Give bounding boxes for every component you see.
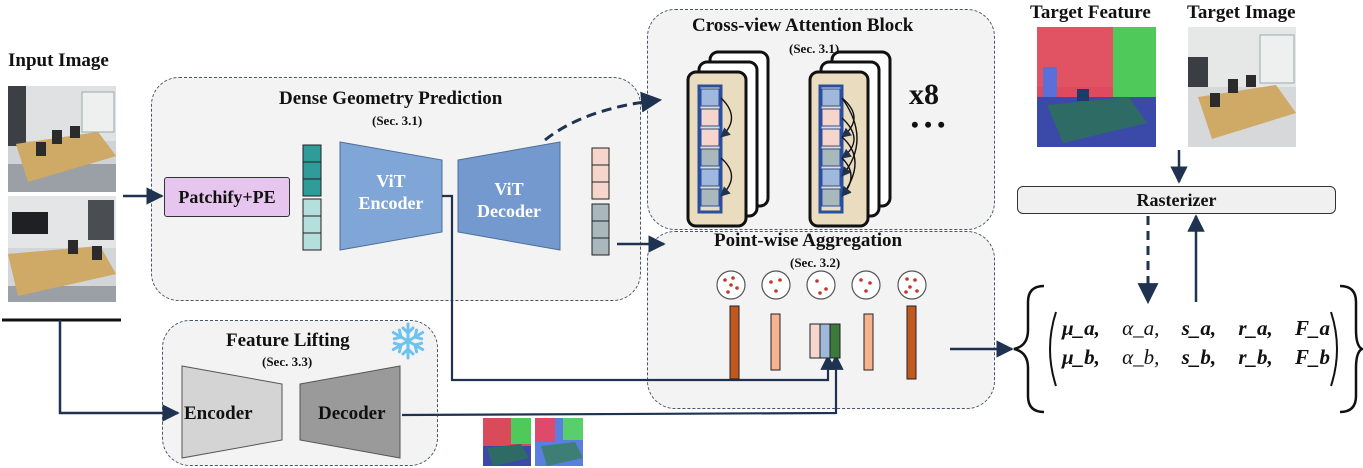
feature-lifting-title: Feature Lifting — [226, 330, 350, 351]
vit-decoder-shape — [457, 141, 561, 251]
left-paren — [1049, 311, 1057, 387]
ellipsis: • • • — [911, 112, 946, 137]
target-feature-title: Target Feature — [1030, 2, 1151, 23]
cross-view-title: Cross-view Attention Block — [692, 15, 914, 36]
patchify-label: Patchify+PE — [178, 186, 276, 207]
vit-encoder-label: ViT Encoder — [340, 170, 442, 214]
rasterizer-box: Rasterizer — [1017, 186, 1336, 214]
arrow-encoder-skip — [442, 194, 836, 382]
encoder-token-column — [302, 144, 322, 251]
vit-decoder-line1: ViT — [494, 179, 524, 199]
decoder-token-column — [591, 147, 610, 256]
param-mu-b: μ_b, — [1062, 345, 1100, 369]
arrow-decoder-to-crossview — [544, 91, 663, 142]
lifting-decoder-shape — [299, 365, 401, 459]
feature-lifting-sec: (Sec. 3.3) — [262, 354, 313, 369]
target-image-title: Target Image — [1187, 2, 1296, 23]
vit-encoder-line1: ViT — [376, 171, 406, 191]
input-image-title: Input Image — [8, 50, 109, 71]
repeat-count: x8 — [909, 78, 939, 111]
arrow-input-to-lifting — [58, 320, 180, 422]
param-f-a: F_a — [1294, 316, 1330, 340]
feature-thumbnail-1 — [483, 418, 531, 466]
param-s-b: s_b, — [1181, 345, 1217, 369]
param-r-a: r_a, — [1238, 316, 1273, 340]
target-image — [1188, 27, 1296, 147]
vit-encoder-shape — [339, 141, 443, 251]
right-paren — [1330, 311, 1338, 387]
param-alpha-a: α_a, — [1122, 316, 1160, 340]
attention-card-stack-1 — [686, 50, 770, 228]
param-mu-a: μ_a, — [1062, 316, 1100, 340]
point-cloud-dots — [723, 276, 919, 295]
feature-thumbnail-2 — [535, 418, 583, 466]
right-curly-brace — [1339, 284, 1363, 414]
pointwise-sec: (Sec. 3.2) — [790, 255, 841, 270]
vit-decoder-line2: Decoder — [477, 201, 541, 221]
patchify-pe-box: Patchify+PE — [164, 177, 290, 217]
param-r-b: r_b, — [1238, 345, 1273, 369]
attention-card-stack-2 — [808, 50, 892, 228]
aggregated-feature-bars — [729, 305, 917, 380]
vit-decoder-label: ViT Decoder — [458, 178, 560, 222]
snowflake-icon — [391, 322, 425, 360]
lifting-encoder-label: Encoder — [184, 403, 253, 424]
param-alpha-b: α_b, — [1122, 345, 1160, 369]
target-feature-map — [1037, 27, 1156, 147]
rasterizer-label: Rasterizer — [1136, 189, 1217, 210]
arrow-lifting-to-pointwise — [401, 354, 844, 417]
vit-encoder-line2: Encoder — [358, 193, 424, 213]
pointwise-title: Point-wise Aggregation — [714, 230, 903, 251]
lifting-decoder-label: Decoder — [318, 403, 386, 424]
cross-view-sec: (Sec. 3.1) — [789, 41, 840, 56]
input-image-view-2 — [8, 196, 116, 302]
lifting-encoder-shape — [181, 365, 283, 459]
param-s-a: s_a, — [1181, 316, 1217, 340]
point-cloud-circles — [716, 270, 927, 300]
dense-geometry-title: Dense Geometry Prediction — [279, 88, 503, 109]
left-curly-brace — [1013, 284, 1045, 414]
gaussian-params-row-b: μ_b, α_b, s_b, r_b, F_b — [1062, 345, 1330, 370]
gaussian-params-row-a: μ_a, α_a, s_a, r_a, F_a — [1062, 316, 1330, 341]
param-f-b: F_b — [1294, 345, 1330, 369]
dense-geometry-sec: (Sec. 3.1) — [372, 113, 423, 128]
input-image-view-1 — [8, 86, 116, 192]
